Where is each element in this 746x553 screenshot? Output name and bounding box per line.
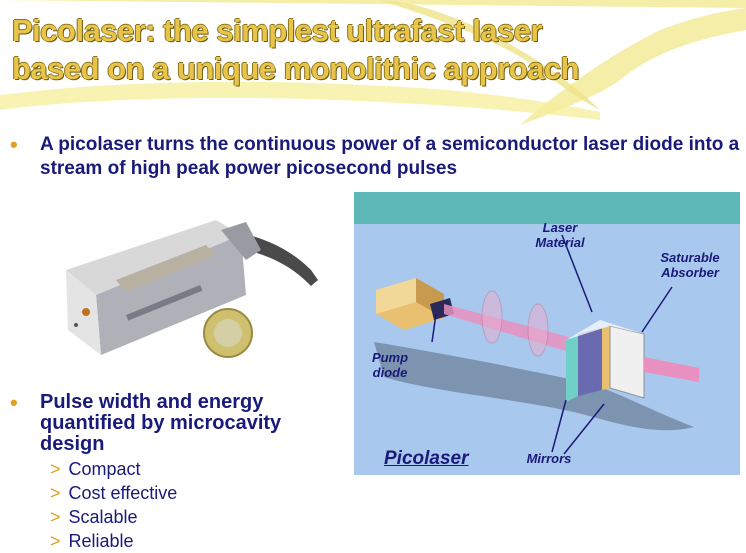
list-item-label: Reliable bbox=[68, 531, 134, 551]
bullet-picolaser-description: • A picolaser turns the continuous power… bbox=[10, 133, 745, 181]
bullet-dot-icon: • bbox=[10, 132, 18, 157]
pump-diode-label: Pump diode bbox=[371, 350, 409, 380]
list-item: > Compact bbox=[50, 457, 177, 481]
bullet-text: A picolaser turns the continuous power o… bbox=[40, 134, 740, 179]
list-item: > Scalable bbox=[50, 505, 177, 529]
picolaser-diagram: Laser Material Saturable Absorber Pump d… bbox=[354, 192, 740, 475]
title-background-swoosh bbox=[0, 0, 746, 125]
list-item-label: Cost effective bbox=[68, 483, 178, 503]
list-item: > Reliable bbox=[50, 529, 177, 553]
picolaser-device-photo bbox=[66, 220, 318, 358]
title-line-1: Picolaser: the simplest ultrafast laser bbox=[12, 13, 543, 48]
list-item: > Cost effective bbox=[50, 481, 177, 505]
arrow-icon: > bbox=[50, 507, 61, 527]
picolaser-caption: Picolaser bbox=[384, 448, 469, 469]
bullet-dot-icon: • bbox=[10, 390, 18, 415]
slide-title: Picolaser: the simplest ultrafast laser … bbox=[12, 12, 580, 88]
bullet-text: Pulse width and energy quantified by mic… bbox=[40, 391, 282, 455]
list-item-label: Scalable bbox=[68, 507, 138, 527]
arrow-icon: > bbox=[50, 459, 61, 479]
benefits-list: > Compact > Cost effective > Scalable > Reli… bbox=[50, 457, 177, 553]
saturable-absorber-label: Saturable Absorber bbox=[660, 250, 720, 280]
list-item-label: Compact bbox=[68, 459, 141, 479]
diagram-illustration bbox=[354, 192, 740, 475]
laser-material-label: Laser Material bbox=[535, 220, 585, 250]
arrow-icon: > bbox=[50, 483, 61, 503]
bullet-pulse-width: • Pulse width and energy quantified by m… bbox=[10, 392, 330, 455]
mirrors-label: Mirrors bbox=[526, 451, 572, 466]
arrow-icon: > bbox=[50, 531, 61, 551]
title-line-2: based on a unique monolithic approach bbox=[12, 51, 580, 86]
